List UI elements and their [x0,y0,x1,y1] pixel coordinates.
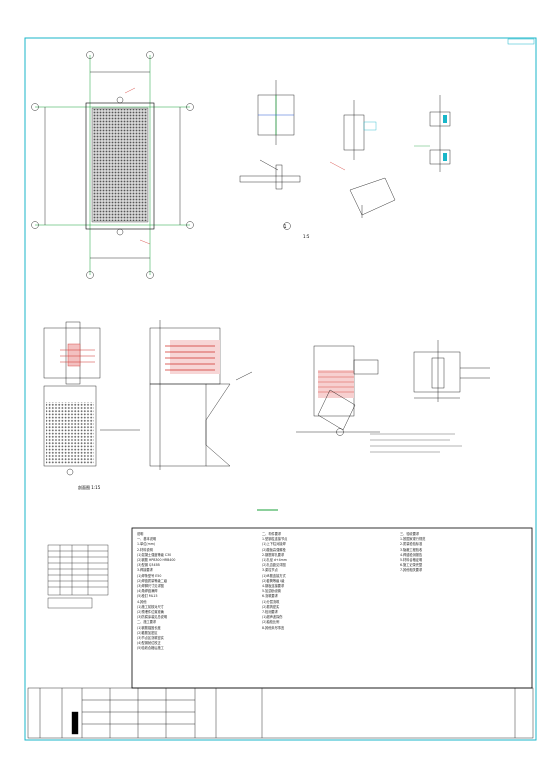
sheet-border [24,37,537,741]
rebar-table [47,544,109,609]
sheet-tag [507,38,535,45]
notes-column-2: 二、构件要求 1.型钢柱连接节点 (1)上下柱对接焊 (2)腹板高强螺栓 2.钢… [262,532,288,630]
column-section-center [149,320,253,470]
detail-1-scale: 1:5 [303,234,310,239]
plan-view [31,51,194,279]
detail-3-notes [370,433,462,453]
detail-1b-connection [329,100,396,218]
detail-3b-plate [413,340,490,402]
detail-1-ref: 1 [283,224,286,230]
section-left-label: 剖面图 1:15 [78,484,101,490]
detail-3-joint [296,345,380,436]
notes-column-1: 说明 一、基本说明 1.单位(mm) 2.材料说明 (1)混凝土强度等级 C30… [137,532,176,651]
column-section-left [43,321,140,476]
title-block [27,687,534,739]
detail-1-weld [239,80,301,230]
notes-column-3: 三、验收要求 1.按国家现行规范 2.质量检验标准 3.隐蔽工程验收 4.焊缝检… [400,532,426,573]
detail-1c-splice [414,95,451,172]
